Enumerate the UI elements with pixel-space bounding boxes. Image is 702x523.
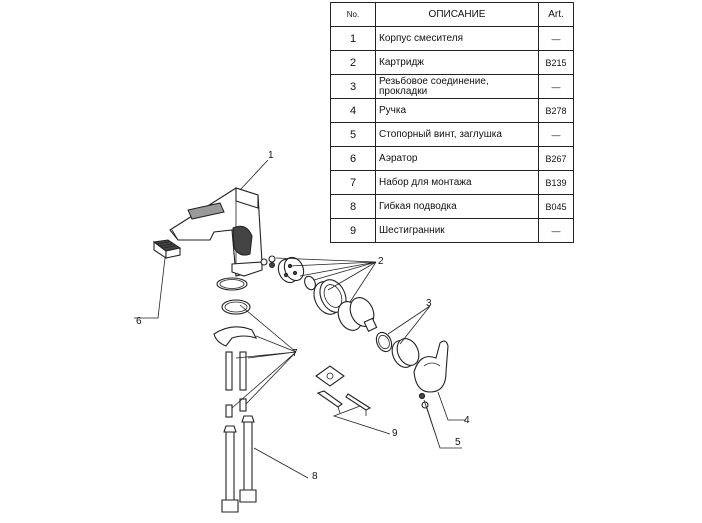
callout-5: 5 [455, 437, 461, 448]
row-art: — [538, 26, 574, 51]
flexible-hoses [221, 415, 257, 513]
parts-table: No. ОПИСАНИЕ Art. 1 Корпус смесителя — 2… [330, 2, 574, 243]
row-description: Ручка [375, 98, 539, 123]
row-no: 4 [330, 98, 376, 123]
header-no: No. [330, 2, 376, 27]
table-row: 9 Шестигранник — [330, 218, 574, 243]
table-row: 8 Гибкая подводка B045 [330, 194, 574, 219]
row-art: B278 [538, 98, 574, 123]
table-row: 6 Аэратор B267 [330, 146, 574, 171]
hex-keys [315, 365, 372, 416]
row-description: Корпус смесителя [375, 26, 539, 51]
handle [413, 340, 449, 393]
leader-lines [134, 159, 466, 479]
callout-9: 9 [392, 428, 398, 439]
callout-2: 2 [378, 256, 384, 267]
row-description: Стопорный винт, заглушка [375, 122, 539, 147]
callout-1: 1 [268, 150, 274, 161]
row-art: — [538, 218, 574, 243]
threaded-connection [375, 331, 420, 368]
callout-3: 3 [426, 298, 432, 309]
table-row: 5 Стопорный винт, заглушка — [330, 122, 574, 147]
table-row: 7 Набор для монтажа B139 [330, 170, 574, 195]
row-art: B267 [538, 146, 574, 171]
callout-8: 8 [312, 471, 318, 482]
faucet-body [169, 187, 263, 277]
table-row: 4 Ручка B278 [330, 98, 574, 123]
callout-6: 6 [136, 316, 142, 327]
row-description: Гибкая подводка [375, 194, 539, 219]
row-description: Набор для монтажа [375, 170, 539, 195]
row-art: — [538, 74, 574, 99]
set-screw [418, 392, 429, 409]
row-art: — [538, 122, 574, 147]
table-row: 1 Корпус смесителя — [330, 26, 574, 51]
callout-4: 4 [464, 415, 470, 426]
installation-kit [213, 277, 258, 418]
small-screws [260, 255, 276, 268]
row-no: 6 [330, 146, 376, 171]
callout-7: 7 [292, 348, 298, 359]
row-no: 3 [330, 74, 376, 99]
aerator [152, 239, 182, 260]
cartridge [277, 256, 378, 332]
row-no: 8 [330, 194, 376, 219]
callouts: 1 2 3 4 5 6 7 8 9 [136, 150, 470, 482]
row-art: B215 [538, 50, 574, 75]
